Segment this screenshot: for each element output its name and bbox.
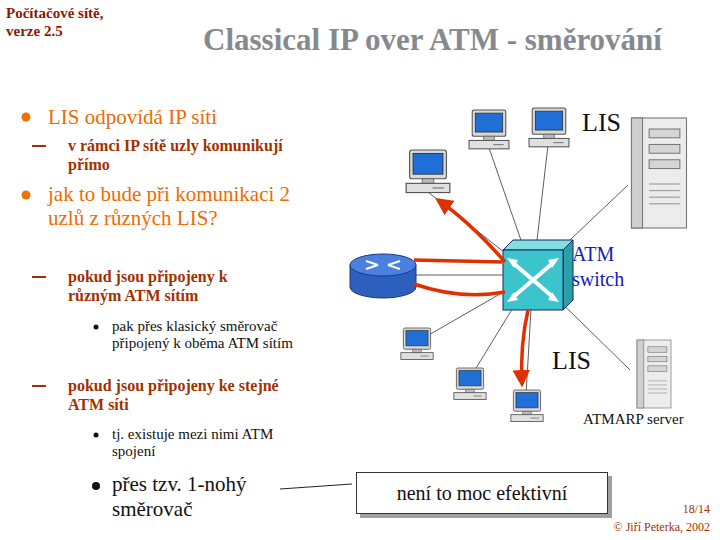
- cloud-outline: [350, 82, 715, 332]
- computer-icon: [469, 110, 509, 149]
- label-wrap: LIS odpovídá IP síti: [48, 104, 328, 130]
- label-wrap: jak to bude při komunikaci 2 uzlů z různ…: [48, 182, 293, 230]
- node-text: LIS: [582, 108, 642, 138]
- server-icon: [637, 340, 671, 408]
- atm-switch-icon: [503, 240, 573, 310]
- bullet-text: jak to bude při komunikaci 2 uzlů z různ…: [48, 182, 293, 230]
- bullet-text: pokud jsou připojeny ke stejné ATM síti: [68, 376, 283, 414]
- label-wrap: 18/14: [610, 502, 710, 517]
- bullet-text: pokud jsou připojeny k různým ATM sítím: [68, 267, 283, 305]
- node-text: není to moc efektivní: [397, 481, 568, 505]
- footer-text: 18/14: [610, 502, 710, 517]
- label-wrap: ATMARP server: [583, 410, 713, 428]
- label-wrap: pokud jsou připojeny ke stejné ATM síti: [68, 376, 283, 414]
- node-text: ATM switch: [572, 242, 642, 292]
- bullet-dot: [92, 482, 100, 490]
- leader-line: [280, 484, 352, 489]
- atm-cloud: ATM switch: [440, 200, 645, 325]
- callout-box: není to moc efektivní: [356, 472, 608, 514]
- node-text: Počítačové sítě, verze 2.5: [6, 4, 128, 40]
- bullet-dot: [94, 325, 99, 330]
- title-wrap: Classical IP over ATM - směrování: [150, 22, 715, 58]
- computer-icon: [401, 328, 433, 359]
- bullet-dash: [32, 385, 46, 387]
- server-label: ATMARP server: [583, 410, 713, 428]
- bullet-text: LIS odpovídá IP síti: [48, 104, 328, 130]
- bullet-dot: [94, 433, 99, 438]
- bullet-dot: [22, 191, 31, 200]
- node-text: LIS: [552, 346, 612, 376]
- computer-icon: [529, 108, 569, 147]
- label-wrap: pak přes klasický směrovač připojený k o…: [112, 318, 302, 352]
- label-wrap: tj. existuje mezi nimi ATM spojení: [112, 426, 312, 460]
- bullet-dot: [22, 113, 31, 122]
- footer-text: © Jiří Peterka, 2002: [540, 520, 710, 535]
- computer-icon: [406, 150, 450, 193]
- server-icon: [632, 118, 687, 228]
- bullet-text: přes tzv. 1-nohý směrovač: [112, 472, 277, 522]
- cloud-outline: [358, 288, 713, 468]
- computer-icon: [454, 368, 486, 399]
- router-symbol: [350, 254, 416, 298]
- cloud-outline: [440, 200, 645, 325]
- data-path: [414, 200, 528, 384]
- label-wrap: © Jiří Peterka, 2002: [540, 520, 710, 535]
- bullet-text: pak přes klasický směrovač připojený k o…: [112, 318, 302, 352]
- label-wrap: pokud jsou připojeny k různým ATM sítím: [68, 267, 283, 305]
- bullet-dash: [32, 276, 46, 278]
- lis-cloud: LIS: [350, 82, 715, 332]
- slide-title: Classical IP over ATM - směrování: [150, 22, 715, 58]
- bullet-dash: [32, 145, 46, 147]
- course-corner: Počítačové sítě, verze 2.5: [0, 0, 178, 90]
- lis-cloud: LIS: [358, 288, 713, 468]
- bullet-text: v rámci IP sítě uzly komunikují přímo: [68, 136, 283, 174]
- label-wrap: přes tzv. 1-nohý směrovač: [112, 472, 277, 522]
- bullet-text: tj. existuje mezi nimi ATM spojení: [112, 426, 312, 460]
- computer-icon: [511, 390, 543, 421]
- label-wrap: v rámci IP sítě uzly komunikují přímo: [68, 136, 283, 174]
